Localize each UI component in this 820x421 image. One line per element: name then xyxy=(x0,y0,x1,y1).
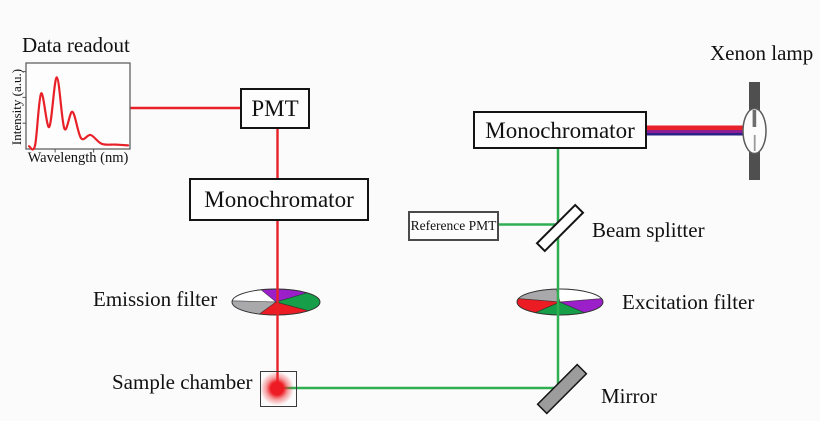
lamp-bulb xyxy=(742,107,767,155)
beam-paths xyxy=(130,106,746,390)
excitation-filter-wheel-rim xyxy=(516,288,604,316)
excitation-filter-label: Excitation filter xyxy=(622,290,755,314)
beam-splitter-glass xyxy=(535,203,585,253)
data-readout-label: Data readout xyxy=(22,33,130,57)
excitation-monochromator-box: Monochromator xyxy=(473,111,647,149)
xenon-lamp-icon xyxy=(742,82,767,180)
mirror-glass xyxy=(536,363,588,415)
lamp-inner-electrode-top xyxy=(752,110,757,127)
reference-pmt-label: Reference PMT xyxy=(410,218,497,234)
emission-filter-label: Emission filter xyxy=(93,287,218,311)
excitation-monochromator-label: Monochromator xyxy=(485,117,635,143)
wavelength-axis-label: Wavelength (nm) xyxy=(27,150,129,166)
xenon-lamp-label: Xenon lamp xyxy=(710,41,814,65)
plot-frame xyxy=(25,62,131,150)
white-light-beam-stripe xyxy=(645,130,746,133)
spectrum-curve xyxy=(27,76,130,151)
white-light-beam-stripe xyxy=(645,133,746,136)
emission-monochromator-box: Monochromator xyxy=(189,178,369,221)
emission-filter-wheel-rim xyxy=(231,288,321,316)
sample-chamber-label: Sample chamber xyxy=(112,370,253,394)
intensity-axis-label: Intensity (a.u.) xyxy=(8,68,24,146)
mirror-slab xyxy=(536,363,588,415)
reference-pmt-box: Reference PMT xyxy=(408,211,499,241)
mirror-label: Mirror xyxy=(601,384,657,408)
sample-glow xyxy=(260,371,294,406)
white-light-beam-stripe xyxy=(645,125,746,130)
filter-wheels xyxy=(231,288,604,316)
sample-chamber-box xyxy=(260,371,297,407)
lamp-electrode-post-top xyxy=(749,82,760,110)
pmt-box: PMT xyxy=(240,88,310,129)
spectrum-plot xyxy=(22,62,131,153)
beam-splitter-slab xyxy=(535,203,585,253)
pmt-label: PMT xyxy=(251,96,299,121)
sample-glow-core xyxy=(270,382,284,395)
lamp-electrode-post-bottom xyxy=(749,152,760,180)
emission-monochromator-label: Monochromator xyxy=(204,187,354,212)
beam-splitter-label: Beam splitter xyxy=(592,218,705,242)
lamp-inner-electrode-bottom xyxy=(753,135,756,151)
